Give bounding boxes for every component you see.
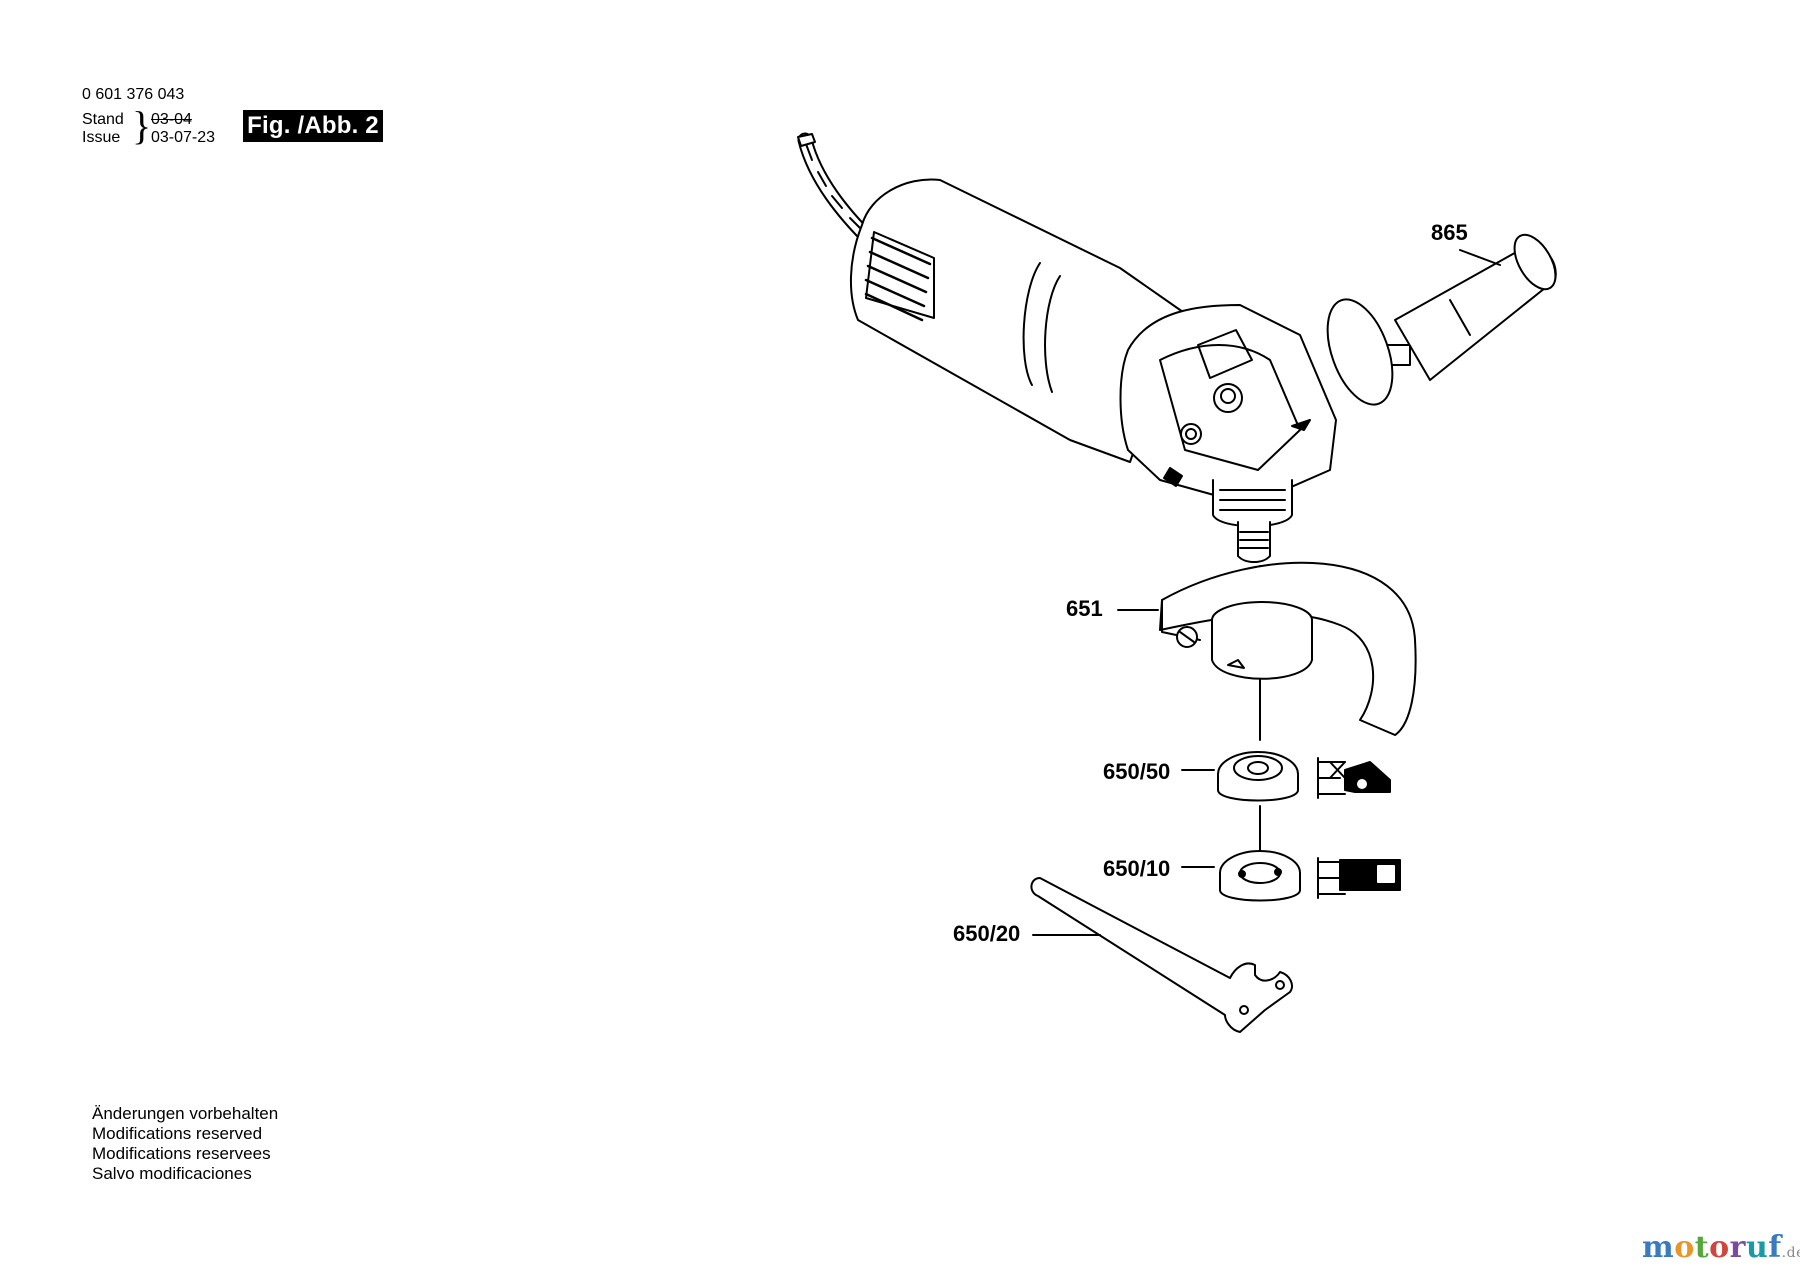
- part-number: 0 601 376 043: [82, 86, 185, 103]
- stand-date: 03-04: [151, 111, 192, 128]
- flange-section-symbol: [1317, 757, 1391, 799]
- figure-badge: Fig. /Abb. 2: [243, 110, 383, 142]
- spindle: [1212, 479, 1293, 563]
- notes-block: Änderungen vorbehalten Modifications res…: [92, 1104, 278, 1184]
- watermark-logo: motoruf.de: [1642, 1230, 1800, 1265]
- clamping-nut: [1219, 850, 1301, 902]
- callout-865: 865: [1431, 220, 1468, 245]
- issue-date: 03-07-23: [151, 129, 216, 146]
- nut-section-symbol: [1317, 857, 1401, 899]
- callout-651: 651: [1066, 596, 1103, 621]
- leader-865: [1459, 249, 1501, 266]
- auxiliary-handle: [1326, 233, 1557, 406]
- note-line: Modifications reserved: [92, 1124, 263, 1143]
- issue-label: Issue: [82, 129, 121, 146]
- spanner: [1030, 877, 1293, 1033]
- gear-head: [1119, 304, 1337, 506]
- stand-label: Stand: [82, 111, 124, 128]
- power-cord: [797, 132, 878, 248]
- callout-650-20: 650/20: [953, 921, 1021, 946]
- note-line: Salvo modificaciones: [92, 1164, 252, 1183]
- brace-symbol: }: [132, 103, 152, 148]
- callout-650-10: 650/10: [1103, 856, 1171, 881]
- callout-650-50: 650/50: [1103, 759, 1171, 784]
- inner-flange: [1217, 751, 1299, 802]
- wheel-guard: [1159, 561, 1417, 736]
- note-line: Modifications reservees: [92, 1144, 271, 1163]
- note-line: Änderungen vorbehalten: [92, 1104, 279, 1123]
